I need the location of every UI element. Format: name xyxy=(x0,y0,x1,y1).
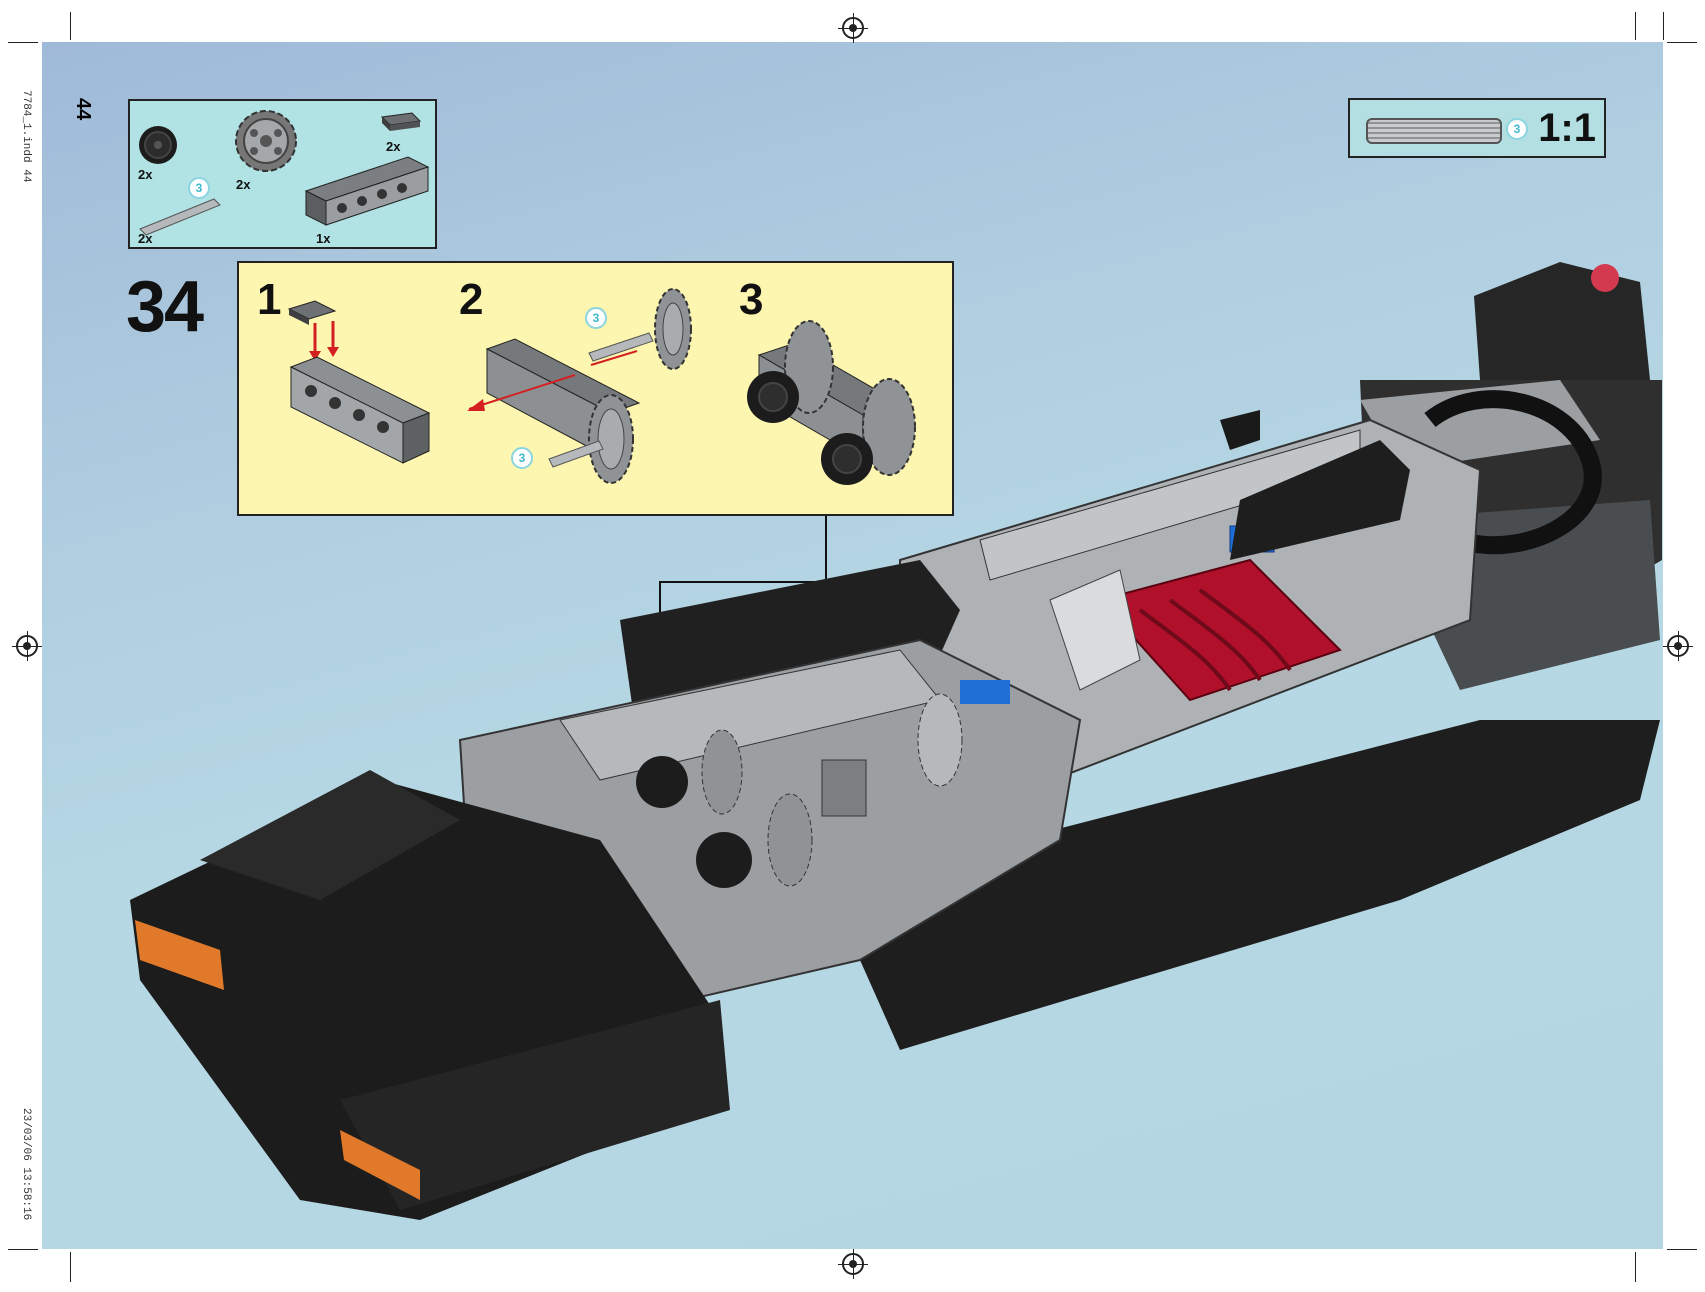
qty-gear: 2x xyxy=(236,177,251,192)
substep-1-art xyxy=(287,300,431,464)
crop-mark-br-h xyxy=(1667,1249,1697,1250)
black-wheel-icon xyxy=(139,126,177,164)
axle-length-badge: 3 xyxy=(188,177,210,199)
qty-wheel: 2x xyxy=(138,167,153,182)
subassembly-art xyxy=(287,288,916,485)
crop-mark-tl-h xyxy=(8,42,38,43)
substep-1-label: 1 xyxy=(257,275,282,324)
parts-list-box: 2x 2x 2x 2x 3 1x xyxy=(128,99,437,249)
parts-art xyxy=(139,110,430,236)
plate-icon xyxy=(380,112,422,131)
qty-brick: 1x xyxy=(316,231,331,246)
crop-mark-tr-v xyxy=(1635,12,1636,40)
substep-3-label: 3 xyxy=(739,275,764,324)
scale-reference-box: 3 1:1 xyxy=(1348,98,1606,158)
crop-mark-bl-v xyxy=(70,1252,71,1282)
step-number: 34 xyxy=(126,267,204,347)
subassembly-box: 1 2 3 3 3 xyxy=(237,261,954,516)
scale-length-badge: 3 xyxy=(1506,118,1528,140)
crop-mark-tr-v2 xyxy=(1663,12,1664,40)
substep-2-axle-badge-lower: 3 xyxy=(511,447,533,469)
qty-axle: 2x xyxy=(138,231,153,246)
scale-label: 1:1 xyxy=(1538,106,1596,150)
crop-mark-tr-h xyxy=(1667,42,1697,43)
technic-brick-icon xyxy=(304,156,430,226)
front-nose xyxy=(130,770,730,1220)
crop-mark-br-v xyxy=(1635,1252,1636,1282)
crop-mark-tl-v xyxy=(70,12,71,40)
registration-mark-right xyxy=(1663,631,1693,661)
registration-mark-bottom xyxy=(838,1249,868,1279)
substep-3-art xyxy=(747,320,916,485)
substep-2-label: 2 xyxy=(459,275,484,324)
gear-icon xyxy=(235,110,297,172)
qty-plate: 2x xyxy=(386,139,401,154)
registration-mark-top xyxy=(838,13,868,43)
axle-icon xyxy=(139,198,221,236)
crop-mark-bl-h xyxy=(8,1249,38,1250)
substep-2-art xyxy=(467,288,692,484)
registration-mark-left xyxy=(12,631,42,661)
axle-scale-icon xyxy=(1366,118,1502,144)
substep-2-axle-badge: 3 xyxy=(585,307,607,329)
